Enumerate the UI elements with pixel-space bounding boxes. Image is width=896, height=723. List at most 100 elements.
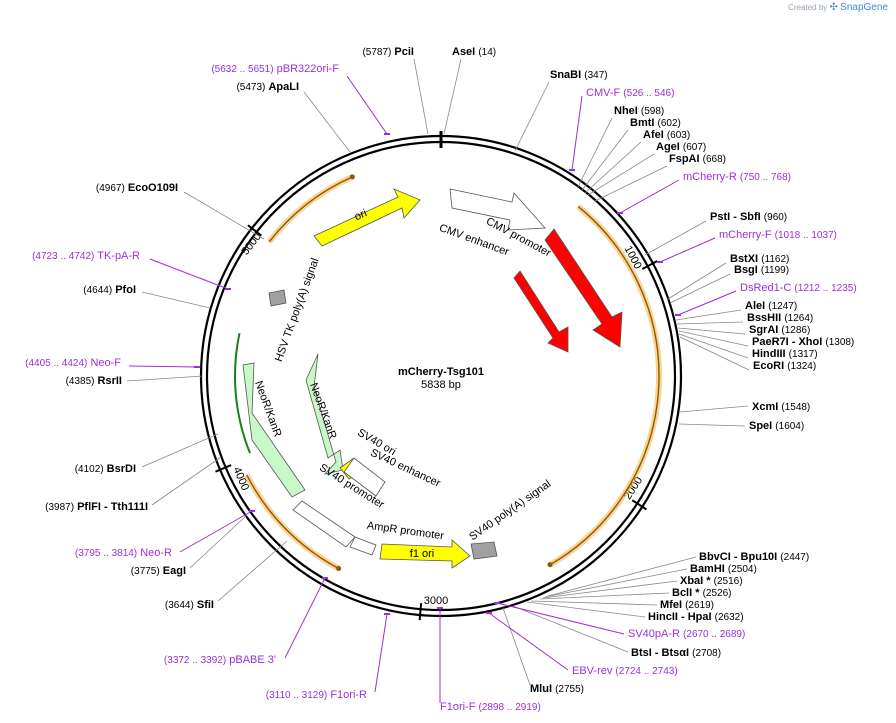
enzyme-leader-line bbox=[667, 262, 727, 300]
enzyme-position: (4102) bbox=[75, 464, 104, 475]
enzyme-name: BtsI - BtsαI bbox=[631, 647, 689, 659]
enzyme-position: (4385) bbox=[66, 376, 95, 387]
primer-label: DsRed1-C (1212 .. 1235) bbox=[740, 282, 857, 294]
enzyme-site-label: XbaI * (2516) bbox=[680, 575, 743, 587]
primer-name: TK-pA-R bbox=[97, 250, 140, 262]
enzyme-position: (2755) bbox=[555, 684, 584, 695]
enzyme-site-label: BtsI - BtsαI (2708) bbox=[631, 647, 721, 659]
enzyme-leader-line bbox=[217, 540, 288, 602]
enzyme-position: (1199) bbox=[761, 265, 789, 276]
feature-mrfp1-outer bbox=[544, 228, 623, 348]
enzyme-name: BsgI bbox=[734, 264, 758, 276]
enzyme-name: AleI bbox=[745, 300, 765, 312]
primer-label: (4405 .. 4424) Neo-F bbox=[25, 357, 121, 369]
enzyme-leader-line bbox=[547, 556, 697, 597]
enzyme-leader-line bbox=[669, 273, 731, 304]
enzyme-position: (4967) bbox=[96, 183, 125, 194]
enzyme-name: HincII - HpaI bbox=[648, 611, 712, 623]
enzyme-name: EagI bbox=[163, 565, 186, 577]
enzyme-position: (1308) bbox=[825, 337, 854, 348]
enzyme-position: (14) bbox=[478, 47, 496, 58]
enzyme-site-label: (4102) BsrDI bbox=[75, 463, 136, 475]
primer-position: (1212 .. 1235) bbox=[794, 283, 856, 294]
tick-mark bbox=[215, 464, 232, 473]
enzyme-leader-line bbox=[678, 330, 749, 347]
enzyme-leader-line bbox=[676, 321, 744, 325]
enzyme-name: XcmI bbox=[752, 401, 778, 413]
enzyme-name: ApaLI bbox=[268, 81, 299, 93]
enzyme-name: BsrDI bbox=[107, 463, 136, 475]
enzyme-position: (668) bbox=[703, 154, 726, 165]
orf-arc-green bbox=[234, 332, 251, 454]
enzyme-site-label: HindIII (1317) bbox=[752, 348, 818, 360]
primer-leader-line bbox=[374, 613, 388, 693]
enzyme-site-label: EcoRI (1324) bbox=[753, 360, 816, 372]
primer-name: Neo-R bbox=[140, 547, 172, 559]
orf-arcs bbox=[234, 174, 662, 572]
enzyme-leader-line bbox=[141, 433, 219, 468]
enzyme-name: MluI bbox=[530, 683, 552, 695]
orf-arrowhead bbox=[349, 174, 355, 180]
orf-arrowhead bbox=[547, 562, 553, 568]
enzyme-position: (4644) bbox=[83, 285, 112, 296]
primer-label: (4723 .. 4742) TK-pA-R bbox=[32, 250, 140, 262]
primer-name: EBV-rev bbox=[572, 665, 613, 677]
primer-leader-line bbox=[149, 258, 229, 290]
enzyme-name: PaeR7I - XhoI bbox=[752, 336, 822, 348]
enzyme-leader-line bbox=[151, 456, 222, 506]
tick-mark bbox=[418, 603, 423, 621]
enzyme-name: SfiI bbox=[197, 599, 214, 611]
tick-label: 3000 bbox=[424, 595, 448, 607]
enzyme-name: AgeI bbox=[656, 141, 680, 153]
feature-cmv-enhancer bbox=[449, 188, 546, 231]
feature-mrfp1-inner bbox=[513, 270, 569, 353]
primer-label: SV40pA-R (2670 .. 2689) bbox=[628, 628, 745, 640]
enzyme-site-label: MfeI (2619) bbox=[660, 599, 714, 611]
feature-sv40-polya bbox=[470, 541, 498, 560]
snapgene-branding: Created by ✣ SnapGene bbox=[788, 2, 888, 13]
enzyme-site-label: (4644) PfoI bbox=[83, 284, 136, 296]
enzyme-position: (3987) bbox=[45, 502, 74, 513]
enzyme-leader-line bbox=[678, 423, 746, 427]
enzyme-position: (2619) bbox=[685, 600, 714, 611]
enzyme-position: (2708) bbox=[692, 648, 721, 659]
primer-name: F1ori-R bbox=[330, 689, 367, 701]
enzyme-position: (598) bbox=[641, 106, 664, 117]
primer-position: (2898 .. 2919) bbox=[479, 702, 541, 713]
enzyme-leader-line bbox=[126, 375, 204, 382]
primer-position: (3372 .. 3392) bbox=[164, 655, 226, 666]
enzyme-name: AfeI bbox=[643, 129, 664, 141]
primer-position: (4405 .. 4424) bbox=[25, 358, 87, 369]
enzyme-position: (5473) bbox=[236, 82, 265, 93]
enzyme-site-label: AgeI (607) bbox=[656, 141, 706, 153]
feature-sv40-promoter bbox=[292, 500, 356, 548]
feature-hsv-tk-polya-label: HSV TK poly(A) signal bbox=[273, 257, 322, 364]
enzyme-name: BclI * bbox=[672, 587, 700, 599]
primer-name: F1ori-F bbox=[440, 701, 476, 713]
primer-leader-line bbox=[571, 95, 583, 171]
primer-label: CMV-F (526 .. 546) bbox=[586, 87, 674, 99]
tick-mark bbox=[631, 499, 648, 511]
primer-name: mCherry-R bbox=[683, 171, 737, 183]
enzyme-site-label: (5473) ApaLI bbox=[236, 81, 299, 93]
enzyme-site-label: FspAI (668) bbox=[669, 153, 726, 165]
enzyme-site-label: BstXI (1162) bbox=[730, 253, 789, 265]
enzyme-leader-line bbox=[141, 291, 211, 309]
enzyme-site-label: PaeR7I - XhoI (1308) bbox=[752, 336, 854, 348]
enzyme-name: MfeI bbox=[660, 599, 682, 611]
enzyme-position: (2504) bbox=[728, 564, 757, 575]
primer-leader-line bbox=[677, 290, 737, 316]
enzyme-position: (347) bbox=[584, 70, 607, 81]
enzyme-leader-line bbox=[502, 607, 531, 686]
enzyme-leader-line bbox=[594, 165, 668, 202]
enzyme-position: (603) bbox=[667, 130, 690, 141]
orf-arrowhead bbox=[336, 565, 342, 571]
enzyme-site-label: AleI (1247) bbox=[745, 300, 797, 312]
primer-label: (3372 .. 3392) pBABE 3' bbox=[164, 654, 276, 666]
primer-position: (1018 .. 1037) bbox=[775, 230, 837, 241]
enzyme-site-label: AseI (14) bbox=[452, 46, 496, 58]
leader-lines bbox=[126, 58, 750, 703]
primer-name: pBR322ori-F bbox=[277, 63, 340, 75]
enzyme-position: (602) bbox=[658, 118, 681, 129]
enzyme-name: EcoO109I bbox=[128, 182, 178, 194]
